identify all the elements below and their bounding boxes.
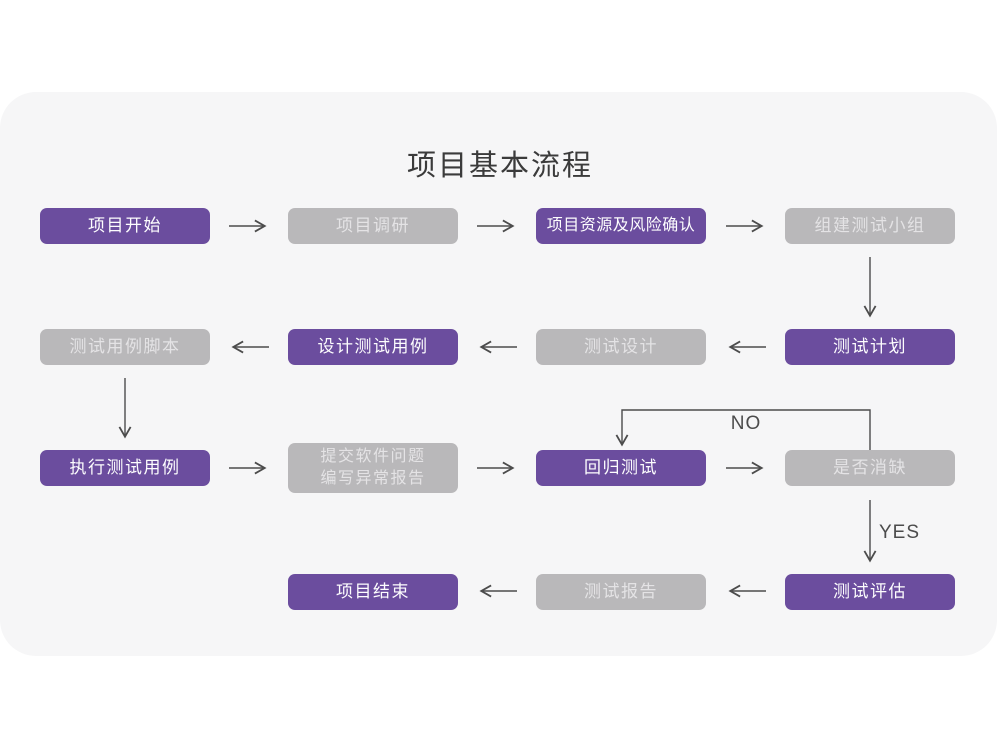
edge-label-no: NO — [730, 413, 762, 434]
node-project-resources-risk: 项目资源及风险确认 — [536, 208, 706, 244]
diagram-card-background — [0, 92, 997, 656]
node-test-design: 测试设计 — [536, 329, 706, 365]
node-form-test-team: 组建测试小组 — [785, 208, 955, 244]
node-test-case-scripts: 测试用例脚本 — [40, 329, 210, 365]
node-project-research: 项目调研 — [288, 208, 458, 244]
node-design-test-cases: 设计测试用例 — [288, 329, 458, 365]
node-submit-issues-write-report: 提交软件问题 编写异常报告 — [288, 443, 458, 493]
node-test-plan: 测试计划 — [785, 329, 955, 365]
node-execute-test-cases: 执行测试用例 — [40, 450, 210, 486]
node-regression-test: 回归测试 — [536, 450, 706, 486]
node-test-report: 测试报告 — [536, 574, 706, 610]
edge-label-yes: YES — [879, 522, 921, 543]
node-project-end: 项目结束 — [288, 574, 458, 610]
node-test-evaluation: 测试评估 — [785, 574, 955, 610]
diagram-title: 项目基本流程 — [406, 150, 593, 182]
node-defect-cleared: 是否消缺 — [785, 450, 955, 486]
node-project-start: 项目开始 — [40, 208, 210, 244]
